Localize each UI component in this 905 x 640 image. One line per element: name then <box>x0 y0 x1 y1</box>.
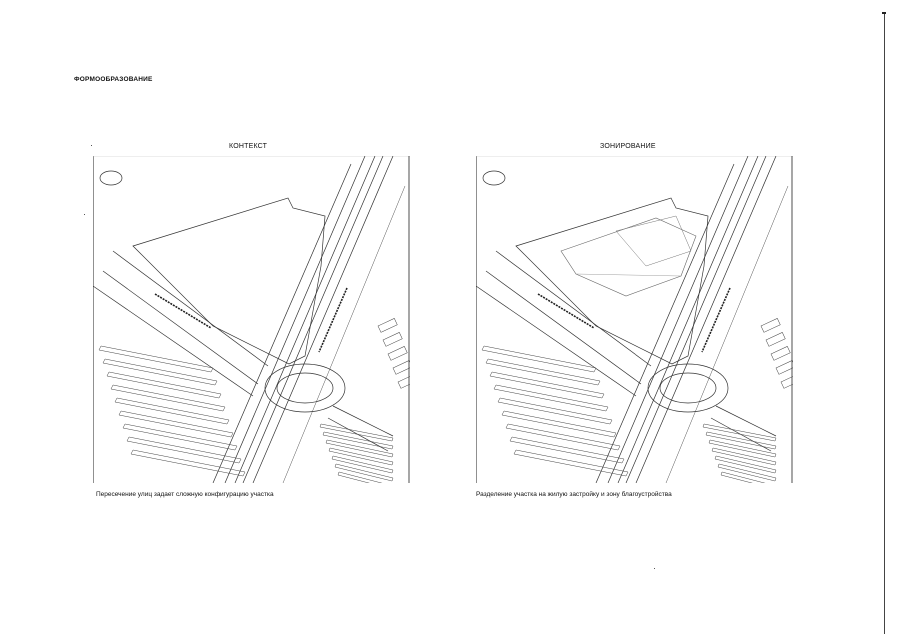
building-row <box>334 463 394 482</box>
site-outline <box>515 197 709 365</box>
building-row <box>497 397 613 425</box>
scan-speck <box>654 568 655 569</box>
scan-speck <box>84 214 85 215</box>
building-row <box>331 455 394 474</box>
building-block <box>392 360 410 375</box>
page-edge-tick <box>882 12 886 14</box>
avenue-line <box>212 163 352 483</box>
site-plan-zoning-drawing <box>476 156 793 483</box>
building-row <box>322 431 394 450</box>
building-row <box>708 439 777 458</box>
avenue-line <box>617 156 759 483</box>
site-plan-context-drawing <box>93 156 410 483</box>
building-block <box>765 332 786 347</box>
building-row <box>98 345 214 373</box>
north-mark <box>482 170 506 186</box>
street-line <box>332 405 394 437</box>
building-row <box>505 423 621 451</box>
street-label-mark <box>318 287 348 353</box>
zone-landscape <box>615 215 692 267</box>
map-context <box>93 156 410 483</box>
building-row <box>702 423 777 442</box>
building-row <box>481 345 597 373</box>
building-row <box>489 371 605 399</box>
avenue-line <box>242 156 384 483</box>
building-row <box>110 384 226 412</box>
page-edge-line <box>884 14 885 634</box>
avenue-line <box>625 156 767 483</box>
avenue-line <box>665 185 789 483</box>
building-block <box>760 318 781 333</box>
building-row <box>720 471 766 483</box>
building-row <box>126 436 242 464</box>
avenue-line <box>282 185 406 483</box>
street-label-mark <box>537 293 595 329</box>
scan-speck <box>91 145 92 146</box>
building-block <box>397 374 410 389</box>
page-heading: ФОРМООБРАЗОВАНИЕ <box>74 76 153 83</box>
building-row <box>114 397 230 425</box>
north-mark <box>99 170 123 186</box>
avenue-line <box>224 156 366 483</box>
building-block <box>775 360 793 375</box>
avenue-line <box>252 156 394 483</box>
building-row <box>328 447 394 466</box>
building-row <box>319 423 394 442</box>
building-row <box>717 463 777 482</box>
map-zoning <box>476 156 793 483</box>
building-row <box>711 447 777 466</box>
panel-title-context: КОНТЕКСТ <box>229 143 268 150</box>
building-row <box>122 423 238 451</box>
caption-context: Пересечение улиц задает сложную конфигур… <box>96 491 274 498</box>
roundabout <box>264 363 346 413</box>
building-row <box>513 449 629 477</box>
street-label-mark <box>701 287 731 353</box>
roundabout <box>276 372 334 404</box>
street-line <box>93 285 254 397</box>
panel-title-zoning: ЗОНИРОВАНИЕ <box>600 143 656 150</box>
street-line <box>102 270 259 385</box>
street-line <box>715 405 777 437</box>
building-row <box>118 410 234 438</box>
zone-divider <box>575 273 682 277</box>
building-row <box>130 449 246 477</box>
building-block <box>377 318 398 333</box>
building-block <box>780 374 793 389</box>
street-line <box>495 250 652 367</box>
building-row <box>106 371 222 399</box>
avenue-line <box>234 156 376 483</box>
building-row <box>485 358 601 386</box>
street-line <box>112 250 269 367</box>
site-outline <box>132 197 326 365</box>
building-block <box>387 346 408 361</box>
street-label-mark <box>154 293 212 329</box>
street-line <box>485 270 642 385</box>
building-row <box>705 431 777 450</box>
building-row <box>501 410 617 438</box>
avenue-line <box>607 156 749 483</box>
avenue-line <box>635 156 777 483</box>
zone-residential <box>560 217 697 297</box>
avenue-line <box>595 163 735 483</box>
building-row <box>337 471 383 483</box>
building-row <box>325 439 394 458</box>
roundabout <box>659 372 717 404</box>
street-line <box>476 285 637 397</box>
building-row <box>102 358 218 386</box>
caption-zoning: Разделение участка на жилую застройку и … <box>476 491 672 498</box>
building-row <box>509 436 625 464</box>
building-row <box>493 384 609 412</box>
building-block <box>770 346 791 361</box>
roundabout <box>647 363 729 413</box>
building-row <box>714 455 777 474</box>
building-block <box>382 332 403 347</box>
